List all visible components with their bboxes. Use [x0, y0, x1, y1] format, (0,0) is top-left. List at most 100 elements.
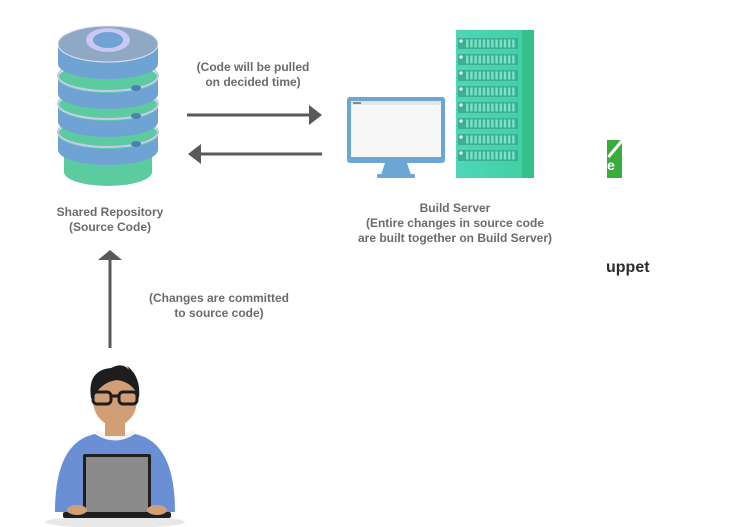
server-vent [487, 135, 490, 144]
server-led [459, 135, 463, 139]
server-vent [503, 103, 507, 112]
server-vent [512, 55, 515, 64]
server-vent [478, 71, 481, 80]
server-vent [512, 135, 515, 144]
server-vent [482, 87, 486, 96]
server-vent [470, 119, 473, 128]
server-vent [470, 135, 473, 144]
pull-note: (Code will be pulled on decided time) [178, 60, 328, 90]
commit-note-line1: (Changes are committed [148, 291, 290, 305]
server-vent [470, 151, 473, 160]
server-vent [470, 87, 473, 96]
server-vent [474, 119, 477, 128]
commit-note-line2: to source code) [174, 306, 264, 320]
pull-note-line2: on decided time) [205, 75, 301, 89]
server-vent [508, 151, 511, 160]
server-led [459, 103, 463, 107]
server-vent [495, 151, 498, 160]
server-vent [491, 151, 494, 160]
server-vent [503, 39, 507, 48]
server-vent [512, 151, 515, 160]
server-led [459, 119, 463, 123]
server-vent [508, 55, 511, 64]
server-vent [508, 87, 511, 96]
server-vent [466, 151, 469, 160]
server-vent [491, 87, 494, 96]
server-vent [482, 55, 486, 64]
arrow-right-icon [187, 105, 322, 125]
server-vent [482, 151, 486, 160]
server-vent [491, 39, 494, 48]
server-vent [487, 151, 490, 160]
server-vent [466, 55, 469, 64]
server-vent [495, 135, 498, 144]
server-vent [478, 119, 481, 128]
server-vent [491, 135, 494, 144]
server-vent [478, 39, 481, 48]
green-logo-partial: e [607, 140, 622, 178]
server-vent [478, 87, 481, 96]
green-logo-letter: e [607, 157, 615, 173]
server-vent [478, 55, 481, 64]
server-vent [478, 135, 481, 144]
server-vent [508, 71, 511, 80]
server-vent [466, 119, 469, 128]
server-vent [470, 39, 473, 48]
server-vent [466, 135, 469, 144]
server-vent [499, 119, 502, 128]
repository-subtitle: (Source Code) [68, 220, 151, 234]
database-icon [57, 25, 159, 186]
server-vent [499, 151, 502, 160]
server-vent [487, 55, 490, 64]
server-vent [487, 39, 490, 48]
build-server-title: Build Server [419, 201, 491, 215]
server-vent [474, 39, 477, 48]
server-vent [474, 71, 477, 80]
server-vent [487, 71, 490, 80]
server-vent [495, 87, 498, 96]
commit-note: (Changes are committed to source code) [134, 291, 304, 321]
server-vent [491, 119, 494, 128]
server-vent [508, 119, 511, 128]
server-vent [478, 103, 481, 112]
server-vent [503, 151, 507, 160]
server-vent [508, 39, 511, 48]
server-led [459, 71, 463, 75]
server-vent [466, 39, 469, 48]
server-vent [503, 71, 507, 80]
server-vent [495, 71, 498, 80]
server-vent [482, 71, 486, 80]
server-vent [474, 151, 477, 160]
build-server-line1: (Entire changes in source code [365, 216, 545, 230]
server-vent [499, 71, 502, 80]
server-vent [508, 135, 511, 144]
server-vent [491, 103, 494, 112]
server-led [459, 39, 463, 43]
server-vent [482, 135, 486, 144]
server-vent [508, 103, 511, 112]
server-vent [487, 87, 490, 96]
server-icon [456, 30, 534, 178]
server-vent [482, 119, 486, 128]
developer-icon [45, 365, 185, 527]
server-vent [512, 103, 515, 112]
server-vent [470, 103, 473, 112]
server-vent [503, 135, 507, 144]
server-led [459, 55, 463, 59]
server-vent [466, 103, 469, 112]
server-vent [495, 103, 498, 112]
repository-title: Shared Repository [56, 205, 164, 219]
server-vent [466, 87, 469, 96]
server-vent [474, 135, 477, 144]
server-vent [512, 71, 515, 80]
server-vent [512, 87, 515, 96]
server-vent [503, 119, 507, 128]
server-vent [499, 103, 502, 112]
monitor-icon [347, 97, 445, 178]
server-led [459, 87, 463, 91]
server-vent [474, 103, 477, 112]
server-vent [512, 39, 515, 48]
server-vent [499, 135, 502, 144]
server-vent [499, 55, 502, 64]
server-vent [470, 55, 473, 64]
